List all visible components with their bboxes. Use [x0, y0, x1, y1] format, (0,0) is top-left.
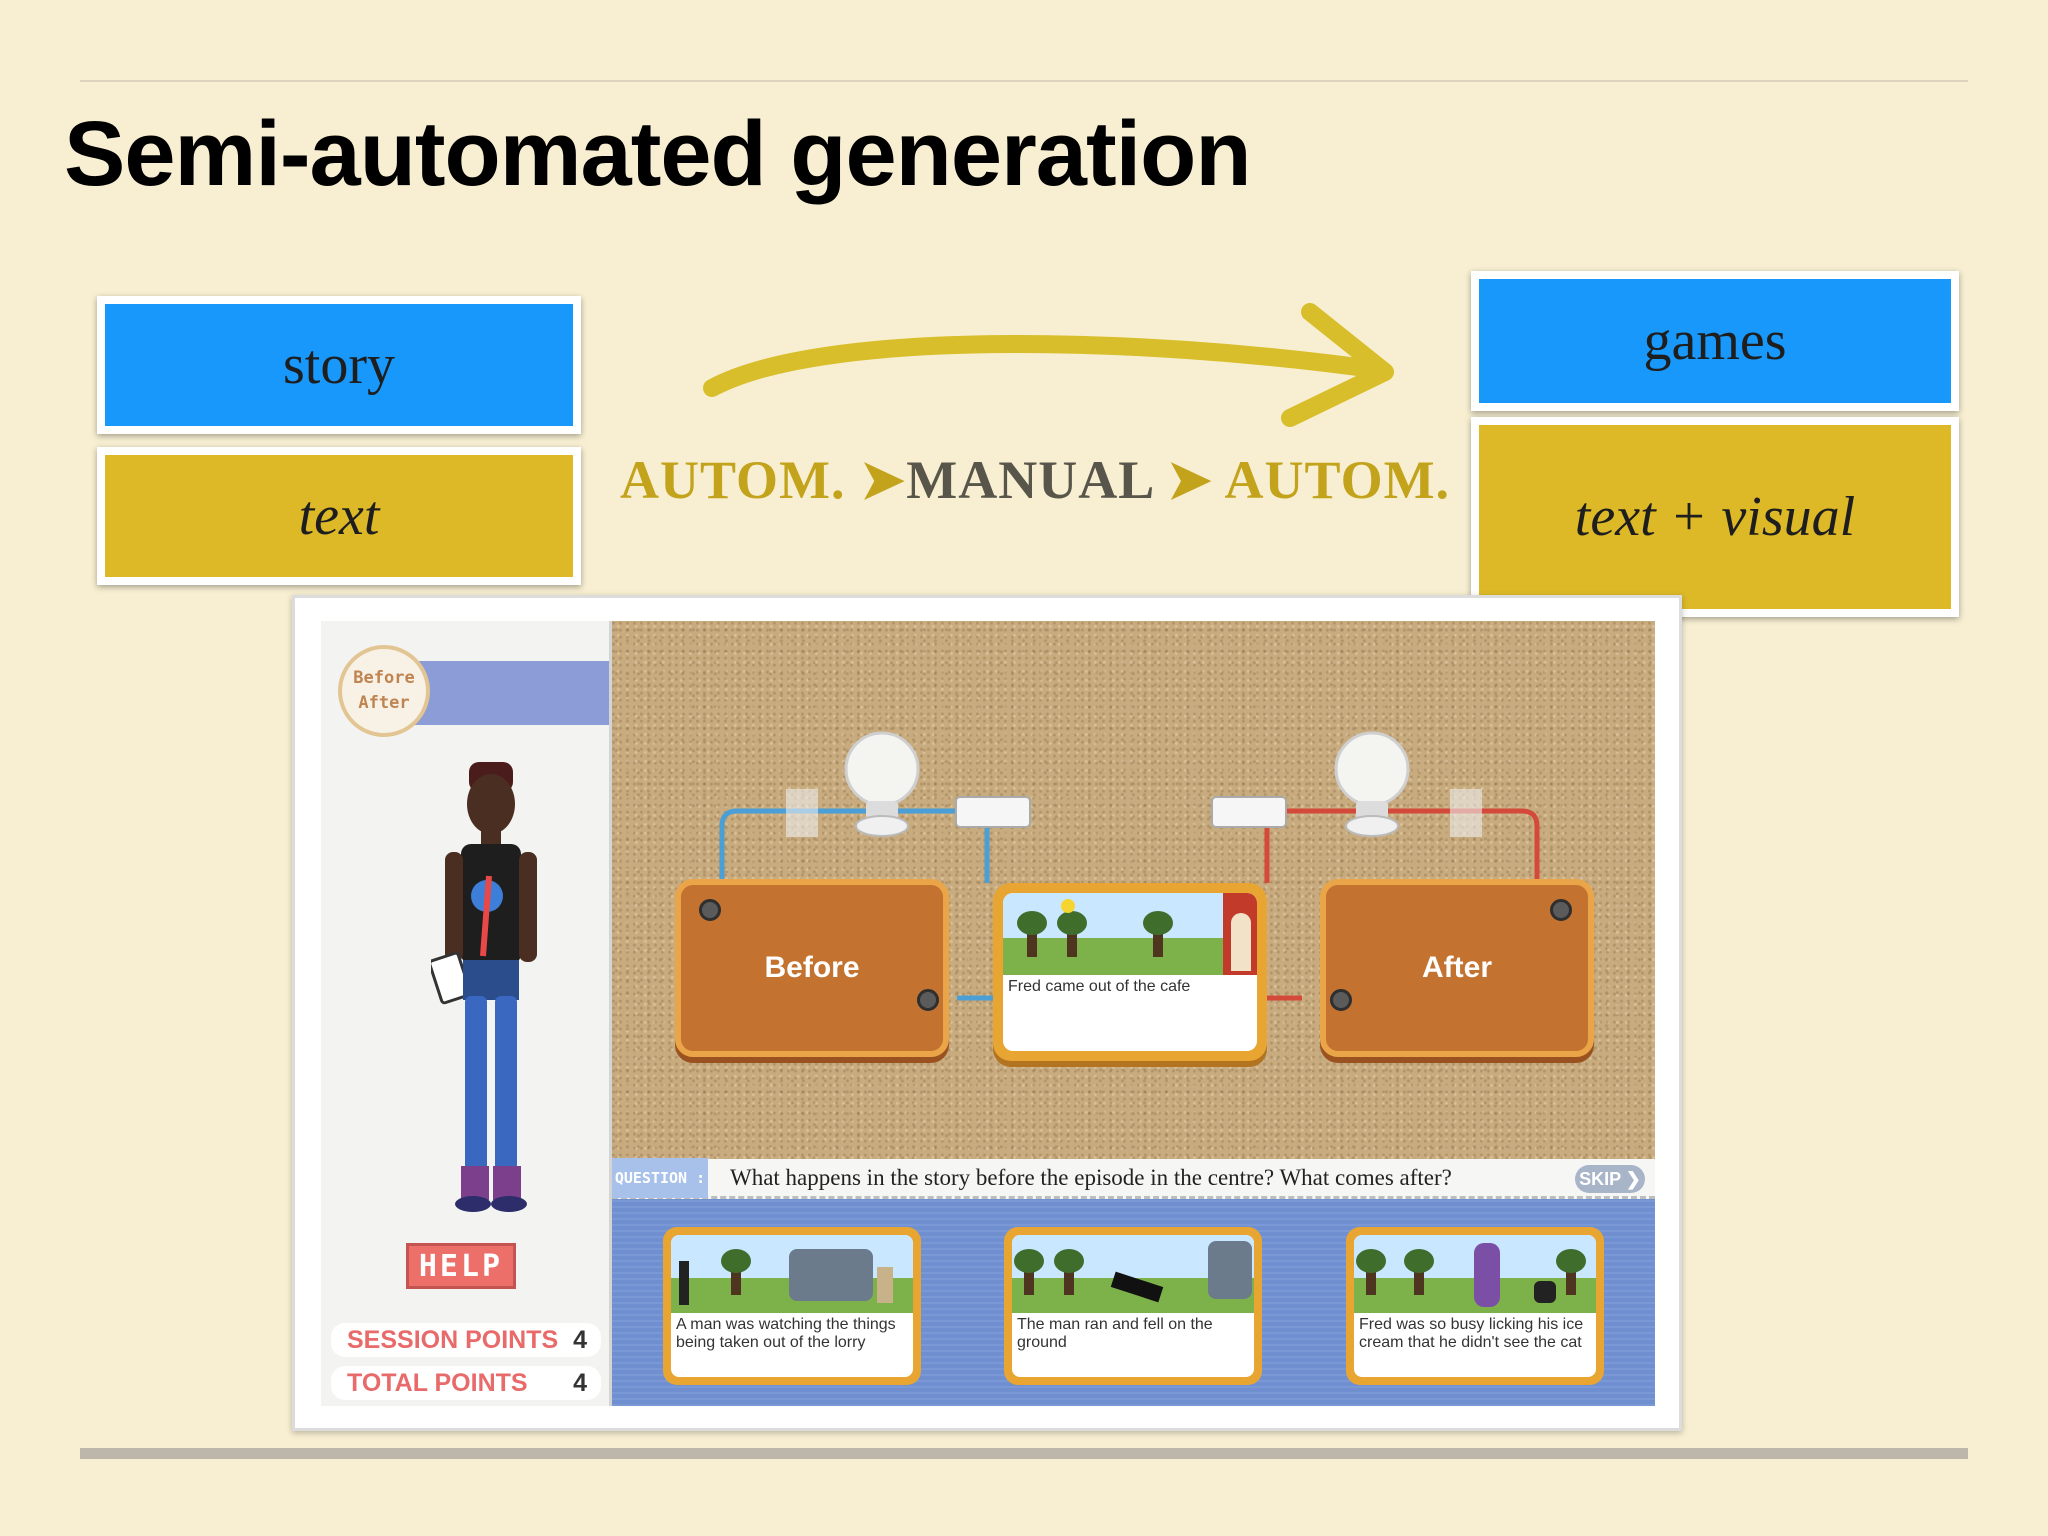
option-caption-2: The man ran and fell on the ground: [1017, 1316, 1213, 1351]
scene-image-icon: [1012, 1235, 1254, 1313]
flow-arrow-2-icon: ➤: [1166, 450, 1214, 510]
badge-bottom-label: After: [358, 693, 410, 713]
session-points-value: 4: [573, 1325, 587, 1354]
bolt-icon: [917, 989, 939, 1011]
question-bar: QUESTION : What happens in the story bef…: [612, 1157, 1655, 1199]
slide-title: Semi-automated generation: [64, 103, 1252, 205]
text-visual-label: text + visual: [1574, 486, 1856, 548]
games-label: games: [1643, 310, 1787, 372]
bolt-icon: [699, 899, 721, 921]
corkboard: Before Fred came out of the cafe: [612, 621, 1655, 1406]
avatar-character-icon: [431, 762, 537, 1212]
after-slot[interactable]: After: [1320, 879, 1594, 1057]
question-tag: QUESTION :: [612, 1157, 708, 1198]
session-points-label: SESSION POINTS: [347, 1325, 559, 1354]
before-label: Before: [764, 951, 860, 984]
bottom-rule: [80, 1448, 1968, 1459]
option-card-1[interactable]: A man was watching the things being take…: [663, 1227, 921, 1385]
scene-image-icon: [671, 1235, 913, 1313]
text-visual-box: text + visual: [1471, 417, 1959, 617]
circuit-wires-icon: [719, 731, 1540, 1001]
scene-image-icon: [1354, 1235, 1596, 1313]
text-box: text: [97, 447, 581, 585]
option-card-2[interactable]: The man ran and fell on the ground: [1004, 1227, 1262, 1385]
flow-step-autom-2: AUTOM.: [1224, 450, 1451, 510]
before-after-badge: Before After: [338, 645, 430, 737]
help-button[interactable]: HELP: [406, 1243, 516, 1289]
center-caption: Fred came out of the cafe: [1008, 978, 1191, 995]
story-label: story: [283, 334, 395, 396]
text-label: text: [298, 485, 380, 547]
before-slot[interactable]: Before: [675, 879, 949, 1057]
option-card-3[interactable]: Fred was so busy licking his ice cream t…: [1346, 1227, 1604, 1385]
total-points-label: TOTAL POINTS: [347, 1368, 528, 1397]
story-box: story: [97, 296, 581, 434]
top-rule: [80, 80, 1968, 82]
game-screenshot: Before After HELP: [292, 595, 1682, 1431]
question-text: What happens in the story before the epi…: [730, 1164, 1452, 1190]
total-points-value: 4: [573, 1368, 587, 1397]
total-points-row: TOTAL POINTS 4: [331, 1366, 601, 1400]
skip-button[interactable]: SKIP ❯: [1575, 1165, 1645, 1193]
session-points-row: SESSION POINTS 4: [331, 1323, 601, 1357]
badge-top-label: Before: [353, 667, 415, 688]
after-label: After: [1421, 951, 1492, 984]
game-sidebar: Before After HELP: [321, 621, 612, 1406]
option-caption-3: Fred was so busy licking his ice cream t…: [1359, 1316, 1584, 1351]
options-tray: A man was watching the things being take…: [612, 1199, 1655, 1406]
games-box: games: [1471, 271, 1959, 411]
game-window: Before After HELP: [321, 621, 1655, 1406]
bolt-icon: [1550, 899, 1572, 921]
scene-image-icon: [1003, 893, 1257, 975]
flow-step-manual: MANUAL: [906, 450, 1153, 510]
center-episode-card: Fred came out of the cafe: [993, 883, 1267, 1061]
flow-arrow-1-icon: ➤: [860, 450, 907, 510]
flow-step-autom-1: AUTOM.: [620, 450, 846, 510]
flow-steps: AUTOM. ➤MANUAL ➤ AUTOM.: [620, 448, 1450, 511]
bolt-icon: [1330, 989, 1352, 1011]
option-caption-1: A man was watching the things being take…: [676, 1316, 896, 1351]
